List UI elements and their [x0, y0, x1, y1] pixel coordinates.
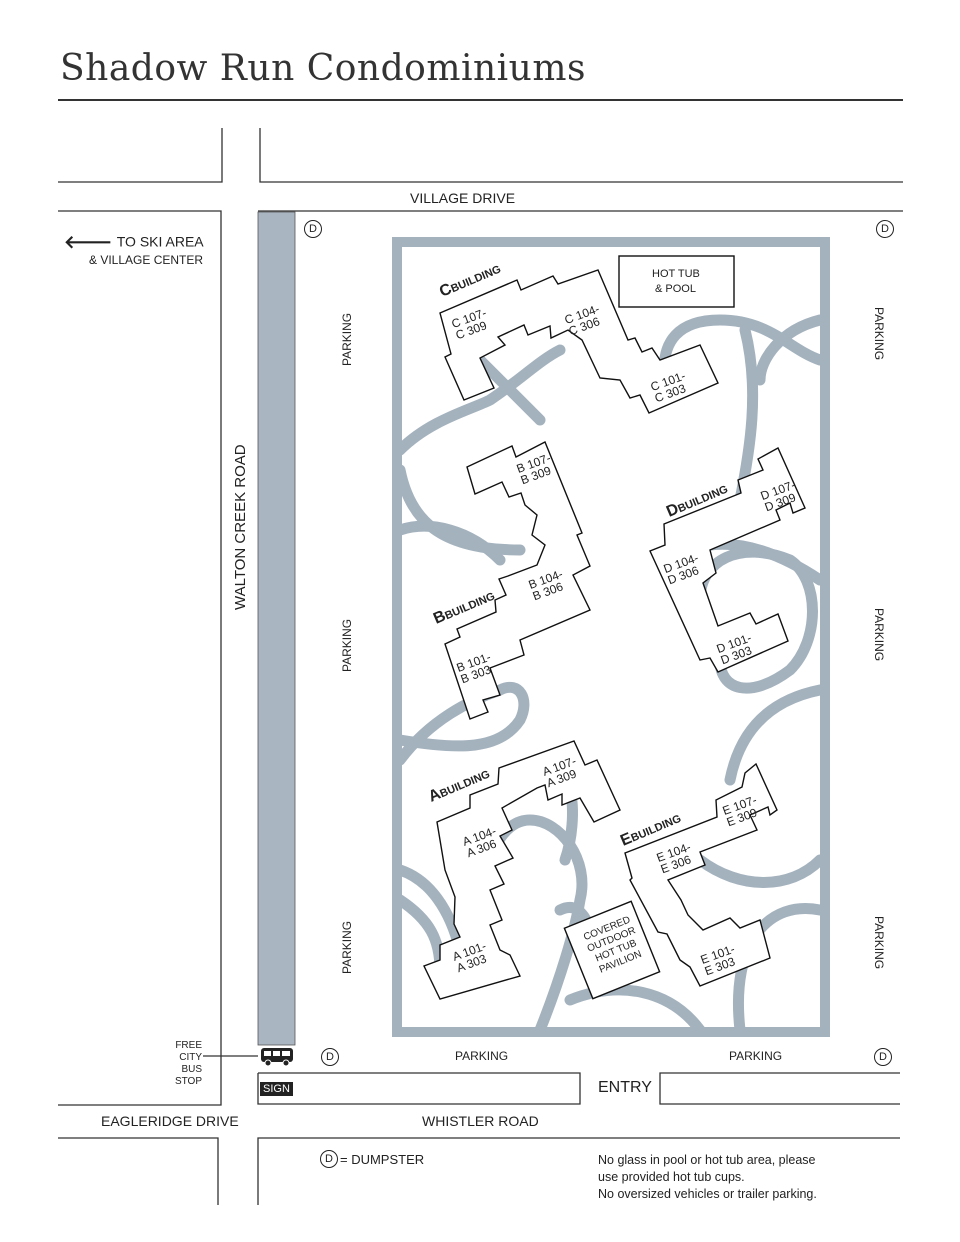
arrow-left-icon: 🡐 [64, 232, 113, 252]
building-c-outline [439, 269, 719, 414]
walton-creek-road-fill [257, 211, 296, 1046]
road-village-drive: VILLAGE DRIVE [410, 190, 516, 206]
parking-bottom-left: PARKING [455, 1049, 509, 1063]
ski-area-directions: 🡐 TO SKI AREA [64, 232, 204, 253]
building-a-outline [423, 740, 621, 1000]
building-d-outline [649, 447, 806, 673]
page-title: Shadow Run Condominiums [60, 48, 586, 89]
notes: No glass in pool or hot tub area, please… [598, 1153, 817, 1201]
parking-left-mid: PARKING [340, 618, 354, 672]
parking-left-bottom: PARKING [340, 920, 354, 974]
dumpster-icon: D [874, 1048, 892, 1066]
parking-left-top: PARKING [340, 312, 354, 366]
entry-label: ENTRY [598, 1079, 652, 1096]
road-walton-creek: WALTON CREEK ROAD [232, 444, 249, 610]
dumpster-icon: D [321, 1048, 339, 1066]
pavilion-box [563, 900, 661, 1000]
building-e-outline [624, 762, 778, 987]
dumpster-icon: D [320, 1150, 338, 1168]
legend: D = DUMPSTER [320, 1150, 424, 1168]
village-center-label: & VILLAGE CENTER [89, 253, 204, 267]
hot-tub-pool-box [618, 255, 735, 308]
dumpster-icon: D [304, 220, 322, 238]
title-underline [58, 99, 903, 101]
bus-icon [261, 1048, 293, 1067]
parking-right-bottom: PARKING [872, 916, 886, 970]
hot-tub-label: HOT TUB [652, 268, 700, 280]
parking-right-top: PARKING [872, 307, 886, 361]
legend-text: = DUMPSTER [340, 1151, 425, 1167]
ski-area-label: TO SKI AREA [116, 233, 204, 250]
road-whistler: WHISTLER ROAD [422, 1113, 539, 1129]
parking-right-mid: PARKING [872, 608, 886, 662]
road-eagleridge: EAGLERIDGE DRIVE [101, 1113, 239, 1129]
dumpster-icon: D [876, 220, 894, 238]
sign-marker: SIGN [260, 1082, 293, 1096]
parking-bottom-right: PARKING [729, 1049, 783, 1063]
bus-stop-label: FREE CITY BUS STOP [174, 1040, 202, 1087]
building-b-outline [444, 441, 591, 720]
pool-label: & POOL [655, 283, 696, 295]
